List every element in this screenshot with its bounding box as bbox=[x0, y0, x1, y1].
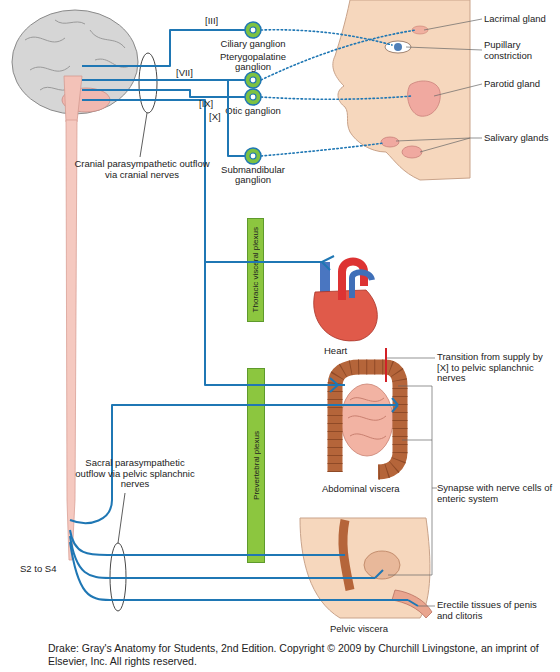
nerve-path bbox=[70, 530, 345, 555]
ganglion-symbol bbox=[243, 70, 263, 90]
ganglion-label: Pterygopalatine ganglion bbox=[208, 52, 298, 72]
annotation-label: Heart bbox=[324, 346, 347, 357]
annotation-label: Sacral parasympathetic outflow via pelvi… bbox=[70, 458, 200, 490]
figure-caption: Drake: Gray's Anatomy for Students, 2nd … bbox=[48, 642, 548, 668]
nerve-path bbox=[70, 398, 398, 523]
ganglion-circle bbox=[245, 72, 261, 88]
colon bbox=[335, 367, 400, 472]
salivary-gland bbox=[402, 146, 422, 158]
ganglion-symbol bbox=[243, 87, 263, 107]
transition-marker bbox=[385, 348, 387, 382]
leader-line bbox=[118, 493, 125, 543]
ganglion-core bbox=[250, 27, 256, 33]
leader-line bbox=[140, 113, 147, 157]
leader-line bbox=[396, 19, 482, 152]
bracket-oval bbox=[110, 543, 126, 611]
nerve-path bbox=[70, 542, 418, 606]
ganglion-node: Otic ganglion bbox=[208, 88, 298, 118]
intestine-loops bbox=[348, 398, 386, 439]
ganglion-symbol bbox=[243, 20, 263, 40]
ganglion-core bbox=[250, 77, 256, 83]
annotation-label: Pelvic viscera bbox=[330, 624, 388, 635]
nerve-number: [X] bbox=[209, 112, 221, 123]
annotation-label: Transition from supply by [X] to pelvic … bbox=[437, 352, 557, 384]
annotation-label: Pupillary constriction bbox=[484, 40, 558, 61]
ganglion-core bbox=[250, 94, 256, 100]
head-outline bbox=[333, 0, 470, 180]
ganglion-circle bbox=[245, 89, 261, 105]
plexus-label: Prevertebral plexus bbox=[252, 431, 261, 500]
parotid-gland bbox=[408, 81, 441, 116]
small-intestine bbox=[341, 384, 393, 456]
ganglion-node: Submandibular ganglion bbox=[203, 146, 303, 188]
annotation-label: Lacrimal gland bbox=[484, 14, 558, 25]
annotation-label: S2 to S4 bbox=[20, 564, 56, 575]
bracket-oval bbox=[139, 53, 157, 113]
nerve-path bbox=[205, 256, 334, 270]
ganglion-label: Ciliary ganglion bbox=[208, 39, 298, 49]
ganglion-circle bbox=[245, 148, 261, 164]
colon-haustra bbox=[335, 367, 400, 472]
leader-line bbox=[388, 386, 437, 575]
nerve-number: [IX] bbox=[199, 99, 213, 110]
nerve-path bbox=[82, 79, 245, 81]
postganglionic-fiber bbox=[261, 143, 384, 156]
ganglion-symbol bbox=[243, 146, 263, 166]
iris bbox=[394, 43, 402, 51]
ganglion-core bbox=[250, 153, 256, 159]
ganglion-label: Submandibular ganglion bbox=[203, 165, 303, 185]
nerve-path bbox=[82, 100, 345, 392]
ganglion-node: Pterygopalatine ganglion bbox=[208, 52, 298, 88]
salivary-gland bbox=[381, 137, 399, 147]
ganglion-node: Ciliary ganglion bbox=[208, 20, 298, 52]
postganglionic-fiber bbox=[261, 96, 412, 99]
annotation-label: Parotid gland bbox=[484, 79, 558, 90]
ganglion-circle bbox=[245, 22, 261, 38]
plexus-band: Prevertebral plexus bbox=[247, 368, 265, 563]
annotation-label: Synapse with nerve cells of enteric syst… bbox=[437, 483, 557, 504]
leader-line bbox=[418, 606, 435, 607]
nerve-number: [VII] bbox=[176, 68, 193, 79]
leader-line bbox=[387, 358, 435, 359]
rectum bbox=[343, 520, 350, 590]
annotation-label: Cranial parasympathetic outflow via cran… bbox=[72, 159, 212, 180]
penis bbox=[392, 590, 432, 618]
pulmonary-trunk bbox=[352, 272, 372, 298]
annotation-label: Erectile tissues of penis and clitoris bbox=[437, 600, 555, 621]
nerve-path bbox=[82, 90, 245, 97]
ganglion-label: Otic ganglion bbox=[208, 106, 298, 116]
annotation-label: Salivary glands bbox=[484, 133, 558, 144]
nerve-path bbox=[70, 536, 383, 578]
brainstem bbox=[64, 76, 82, 122]
plexus-band: Thoracic visceral plexus bbox=[247, 218, 264, 322]
annotation-label: Abdominal viscera bbox=[322, 484, 400, 495]
nerve-path bbox=[228, 80, 245, 156]
plexus-label: Thoracic visceral plexus bbox=[251, 227, 260, 312]
nerve-number: [III] bbox=[205, 16, 218, 27]
spinal-cord bbox=[66, 120, 77, 560]
